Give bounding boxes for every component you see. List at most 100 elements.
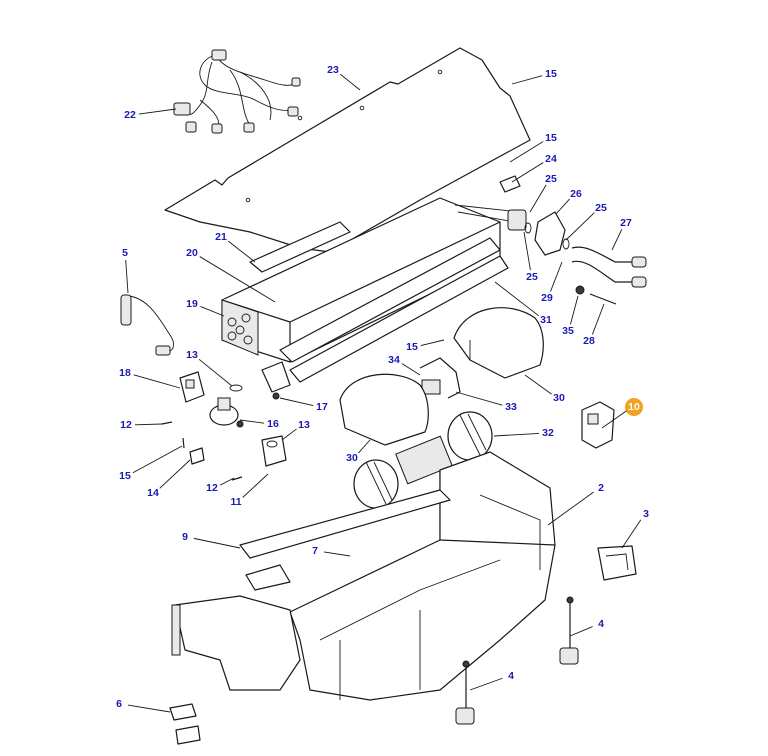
callout-number: 33: [505, 401, 517, 413]
callout-15: 15: [509, 132, 557, 163]
retaining-clips-part[interactable]: [169, 703, 201, 745]
callout-4: 4: [569, 618, 604, 637]
callout-23: 23: [327, 64, 361, 91]
callout-leader-line: [279, 397, 314, 406]
callout-leader-line: [193, 537, 241, 549]
callout-leader-line: [242, 473, 269, 498]
blower-motor-part[interactable]: [353, 411, 493, 509]
callout-leader-line: [339, 73, 361, 91]
callout-19: 19: [186, 298, 225, 317]
callout-20: 20: [186, 247, 276, 303]
callout-31: 31: [494, 281, 552, 326]
callout-13: 13: [186, 349, 233, 387]
callout-number: 12: [120, 419, 132, 431]
callout-leader-line: [511, 75, 543, 85]
callout-leader-line: [199, 256, 276, 303]
callout-leader-line: [611, 229, 623, 251]
lower-housing-part[interactable]: [289, 451, 556, 701]
drain-valve-upper-part[interactable]: [559, 596, 579, 665]
callout-leader-line: [570, 295, 579, 325]
callout-number: 2: [598, 482, 604, 494]
small-hardware-part[interactable]: [161, 384, 287, 481]
callout-leader-line: [591, 303, 605, 335]
actuator-part[interactable]: [209, 397, 244, 428]
callout-leader-line: [494, 281, 540, 317]
expansion-valve-part[interactable]: [499, 175, 570, 256]
callout-leader-line: [127, 704, 171, 713]
callout-13: 13: [281, 419, 310, 441]
blower-bracket-part[interactable]: [419, 357, 461, 399]
callout-leader-line: [524, 374, 552, 395]
drain-valve-lower-part[interactable]: [455, 660, 475, 725]
callout-number: 30: [553, 392, 565, 404]
callout-5: 5: [122, 247, 129, 294]
callout-leader-line: [529, 184, 547, 213]
clip-part[interactable]: [597, 545, 637, 581]
top-cover-plate-part[interactable]: [164, 47, 531, 253]
callout-number: 9: [182, 531, 188, 543]
callout-number: 30: [346, 452, 358, 464]
callout-14: 14: [147, 459, 191, 499]
callout-leader-line: [511, 162, 544, 183]
callout-number: 26: [570, 188, 582, 200]
temperature-sensor-part[interactable]: [120, 294, 174, 356]
resistor-pack-part[interactable]: [179, 371, 205, 403]
callout-2: 2: [547, 482, 604, 526]
callout-leader-line: [239, 419, 265, 424]
gasket-seal-part[interactable]: [239, 489, 451, 591]
callout-number: 14: [147, 487, 159, 499]
callout-leader-line: [401, 363, 421, 376]
callout-18: 18: [119, 367, 181, 389]
bracket-part[interactable]: [261, 361, 291, 400]
callout-leader-line: [134, 423, 163, 426]
blower-scroll-upper-part[interactable]: [453, 307, 544, 379]
callout-number: 10: [628, 401, 640, 413]
core-tubes-part[interactable]: [279, 204, 521, 383]
callout-number: 13: [298, 419, 310, 431]
callout-12: 12: [206, 477, 235, 494]
callout-number: 31: [540, 314, 552, 326]
callout-number: 24: [545, 153, 557, 165]
housing-frame-part[interactable]: [171, 595, 301, 691]
callout-leader-line: [133, 374, 181, 389]
callout-9: 9: [182, 531, 241, 549]
callout-leader-line: [621, 519, 642, 549]
callout-leader-line: [565, 212, 595, 241]
callout-leader-line: [219, 477, 235, 486]
callout-number: 15: [119, 470, 131, 482]
callout-34: 34: [388, 354, 421, 376]
callout-22: 22: [124, 108, 177, 121]
callout-leader-line: [601, 410, 627, 429]
callout-number: 20: [186, 247, 198, 259]
refrigerant-pipes-part[interactable]: [571, 246, 647, 288]
callout-number: 28: [583, 335, 595, 347]
callout-7: 7: [312, 545, 351, 557]
callout-leader-line: [358, 439, 371, 454]
callout-11: 11: [230, 473, 269, 508]
callout-6: 6: [116, 698, 171, 713]
callout-30: 30: [524, 374, 565, 404]
control-module-part[interactable]: [581, 401, 615, 449]
callout-leader-line: [550, 261, 563, 292]
evaporator-core-part[interactable]: [221, 197, 501, 363]
callout-number: 25: [595, 202, 607, 214]
callout-28: 28: [583, 303, 605, 347]
callout-15: 15: [406, 339, 445, 353]
callout-leader-line: [523, 231, 531, 271]
wiring-harness-part[interactable]: [173, 49, 301, 134]
callout-leader-line: [509, 141, 544, 163]
callout-number: 5: [122, 247, 128, 259]
callout-number: 4: [598, 618, 604, 630]
callout-29: 29: [541, 261, 563, 304]
callout-10: 10: [601, 398, 643, 429]
callout-number: 35: [562, 325, 574, 337]
blower-scroll-lower-part[interactable]: [339, 373, 429, 446]
callout-number: 15: [545, 132, 557, 144]
callout-leader-line: [138, 108, 177, 115]
bolt-part[interactable]: [575, 285, 617, 305]
callout-leader-line: [323, 551, 351, 557]
callout-12: 12: [120, 419, 163, 431]
callout-number: 18: [119, 367, 131, 379]
callout-32: 32: [493, 427, 554, 439]
